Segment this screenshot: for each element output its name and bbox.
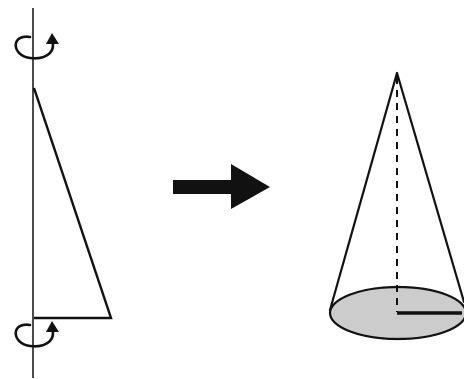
rotation-arrow-icon [14, 33, 59, 60]
cone-right-slant-edge [395, 71, 464, 304]
right-triangle-shape [32, 87, 113, 320]
cone-left-slant-edge [328, 71, 399, 312]
rotation-arrow-icon [14, 321, 59, 348]
cone-solid [328, 71, 464, 341]
right-arrow-icon [173, 164, 270, 209]
